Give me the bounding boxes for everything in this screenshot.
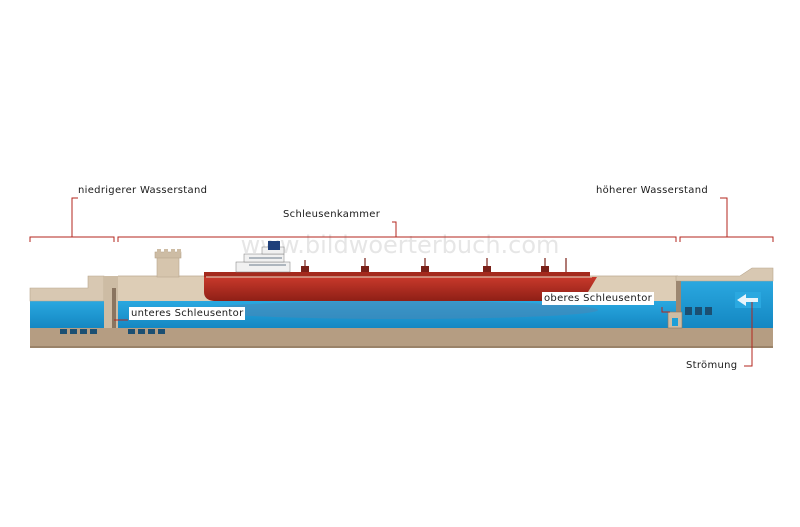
- label-upper-water-level: höherer Wasserstand: [594, 184, 710, 197]
- lower-water: [30, 301, 118, 328]
- lower-gate: [112, 288, 116, 328]
- control-tower: [154, 249, 182, 278]
- watermark: www.bildwoerterbuch.com: [241, 231, 560, 259]
- culvert-ports: [60, 307, 712, 334]
- ship: [202, 241, 598, 319]
- ground-shadow: [30, 346, 773, 348]
- label-current: Strömung: [684, 359, 740, 372]
- label-upper-gate: oberes Schleusentor: [542, 292, 655, 305]
- ship-hull: [204, 277, 597, 301]
- upper-gate: [667, 311, 683, 329]
- bracket-lock-chamber: [117, 221, 677, 242]
- current-arrow-icon: [735, 292, 761, 308]
- label-lower-water-level: niedrigerer Wasserstand: [76, 184, 210, 197]
- bracket-upper-water-level: [679, 197, 774, 242]
- ship-funnel: [268, 241, 280, 250]
- lower-wall: [29, 275, 105, 302]
- ship-bridge: [235, 261, 291, 273]
- ship-reflection: [202, 301, 598, 319]
- upper-gate-post: [676, 281, 681, 328]
- leader-lines: [114, 302, 753, 367]
- ship-deck: [204, 272, 590, 277]
- upper-wall: [675, 267, 774, 282]
- canal-ground: [30, 328, 773, 348]
- bracket-lower-water-level: [29, 197, 115, 242]
- label-lock-chamber: Schleusenkammer: [281, 208, 383, 221]
- label-lower-gate: unteres Schleusentor: [129, 307, 246, 320]
